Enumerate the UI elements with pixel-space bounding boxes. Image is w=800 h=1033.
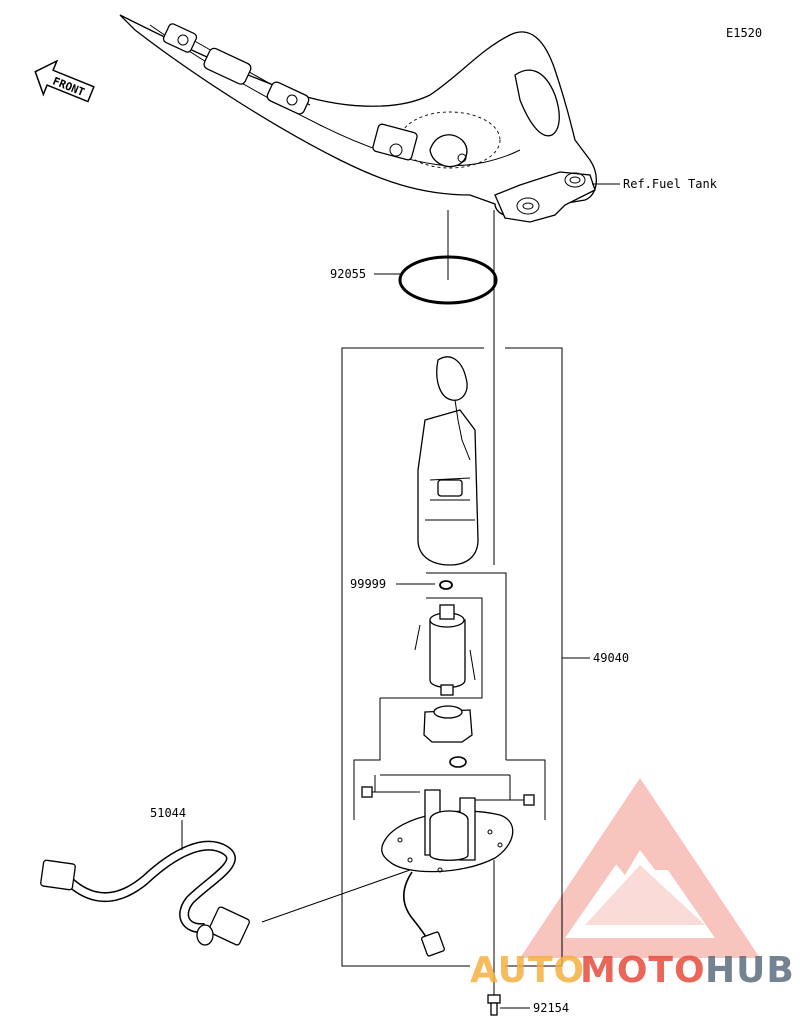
pump-housing-upper — [417, 356, 479, 566]
watermark-moto: MOTO — [580, 950, 706, 991]
wire-harness — [40, 840, 250, 946]
diagram-code: E1520 — [726, 26, 762, 40]
watermark-logo — [520, 778, 760, 958]
o-ring-small — [439, 580, 453, 590]
front-arrow-icon: FRONT — [34, 59, 95, 103]
gasket-ring — [398, 255, 498, 305]
bolt-92154 — [487, 994, 501, 1016]
watermark-text: AUTO MOTO HUB — [470, 950, 795, 991]
screw-left — [361, 786, 420, 798]
part-label-92055: 92055 — [330, 267, 366, 281]
watermark-auto: AUTO — [470, 950, 585, 991]
fuel-tank-ref — [119, 14, 597, 223]
ref-fuel-tank-label: Ref.Fuel Tank — [623, 177, 718, 191]
part-label-51044: 51044 — [150, 806, 186, 820]
part-label-49040: 49040 — [593, 651, 629, 665]
assembly-frame — [341, 347, 563, 967]
watermark-hub: HUB — [705, 950, 795, 991]
part-label-92154: 92154 — [533, 1001, 569, 1015]
o-ring-lower — [449, 756, 467, 768]
pump-filter — [423, 705, 473, 743]
fuel-pump-motor — [380, 597, 483, 699]
part-label-99999: 99999 — [350, 577, 386, 591]
pump-base-plate — [381, 789, 514, 957]
screw-right — [475, 794, 535, 806]
